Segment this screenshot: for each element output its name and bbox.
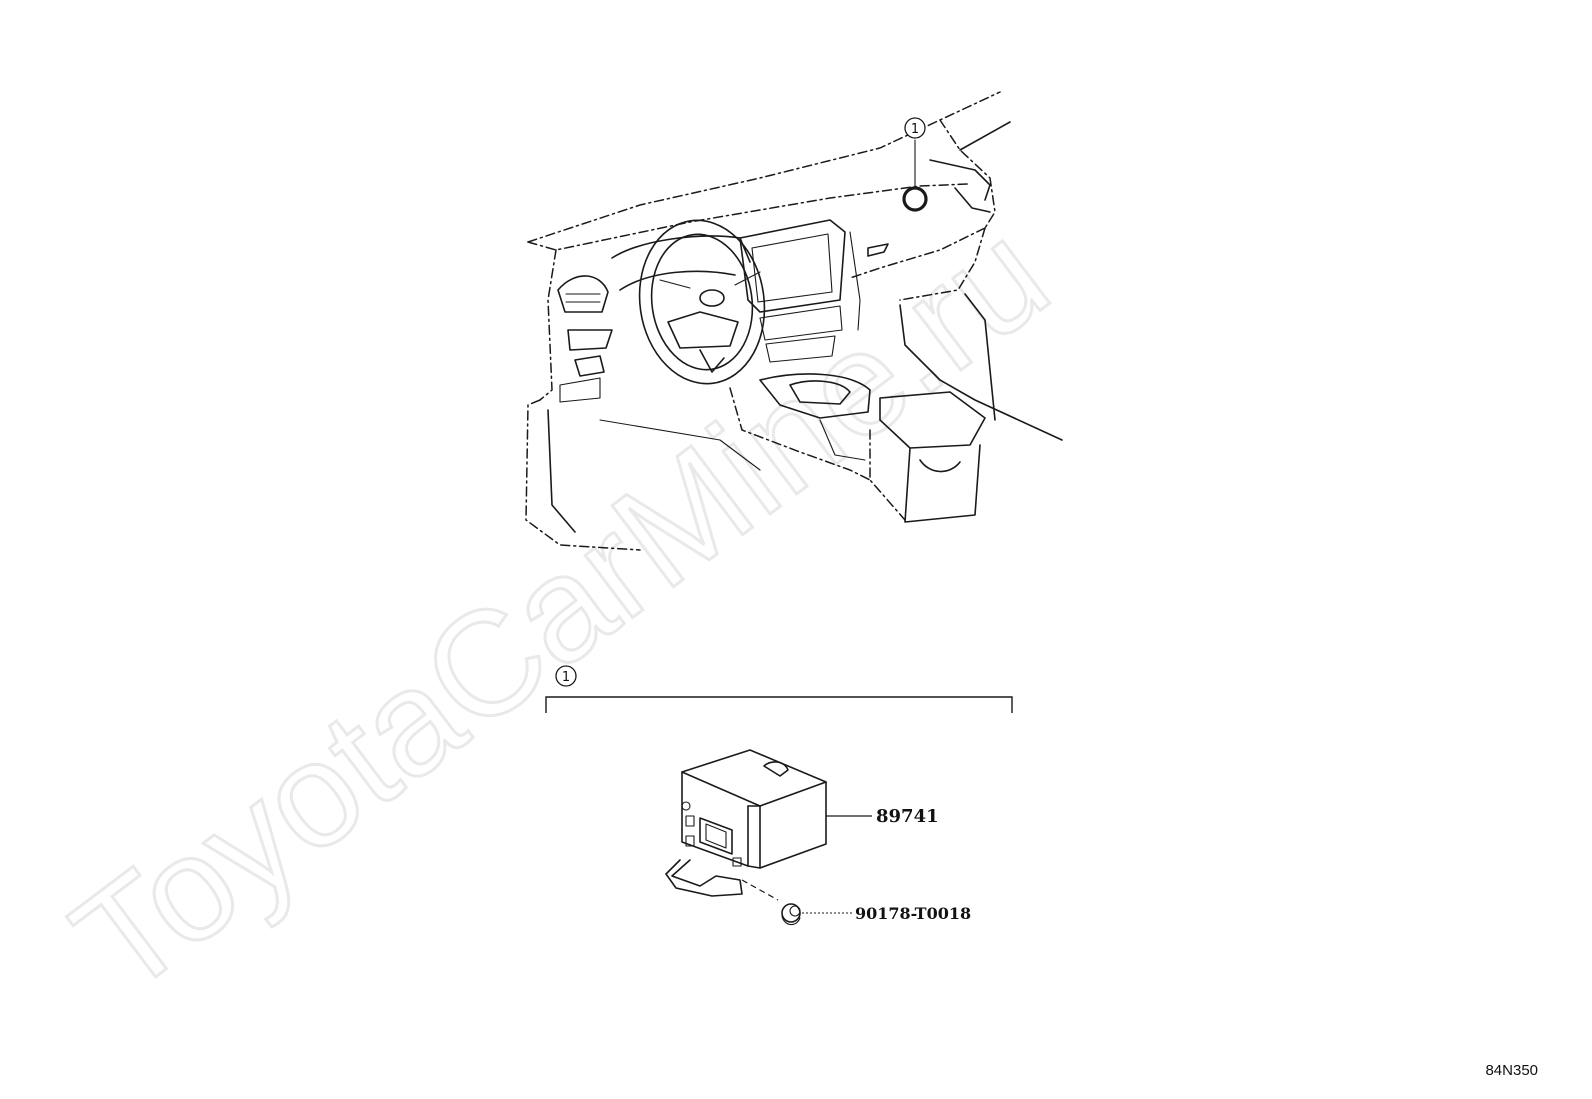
module-89741-drawing	[665, 749, 827, 901]
location-callout-number: 1	[911, 122, 919, 137]
group-callout-number: 1	[562, 670, 570, 685]
group-bracket	[545, 696, 1013, 713]
diagram-code: 84N350	[1485, 1062, 1538, 1079]
dashboard-illustration	[525, 91, 1063, 551]
detail-group: 1 89741	[545, 665, 1013, 926]
group-callout: 1	[555, 665, 577, 687]
part-number-89741[interactable]: 89741	[876, 806, 939, 827]
location-callout: 1	[904, 117, 926, 139]
watermark-text: ToyotaCarMine.ru	[45, 191, 1077, 1026]
part-number-90178-T0018[interactable]: 90178-T0018	[855, 904, 971, 923]
module-location-marker	[902, 186, 928, 212]
clip-90178-T0018-drawing	[781, 903, 801, 926]
